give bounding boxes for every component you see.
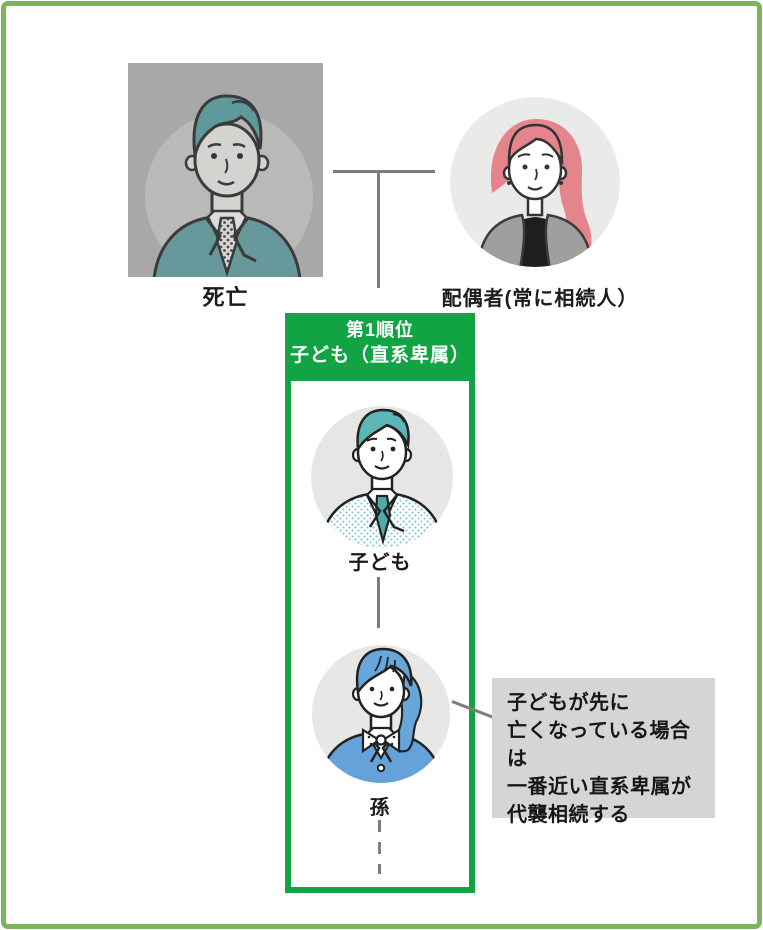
spouse-label: 配偶者(常に相続人） xyxy=(441,288,639,310)
deceased-label: 死亡 xyxy=(202,285,249,310)
grandchild-label: 孫 xyxy=(369,797,391,819)
child-man-illustration xyxy=(311,406,453,548)
note-line-2: 亡くなっている場合は xyxy=(507,720,691,770)
child-label: 子ども xyxy=(348,552,412,574)
child-avatar xyxy=(309,403,455,549)
note-box: 子どもが先に 亡くなっている場合は 一番近い直系卑属が 代襲相続する xyxy=(492,678,715,826)
note-line-4: 代襲相続する xyxy=(507,804,630,826)
rank1-header: 第1順位 子ども（直系卑属） xyxy=(285,313,475,375)
spouse-woman-illustration xyxy=(450,97,620,267)
deceased-man-illustration xyxy=(128,63,323,277)
note-line-3: 一番近い直系卑属が xyxy=(507,776,692,798)
rank1-title-line2: 子ども（直系卑属） xyxy=(289,345,470,366)
grandchild-woman-illustration xyxy=(312,645,450,783)
note-line-1: 子どもが先に xyxy=(507,692,630,714)
deceased-photo xyxy=(128,63,323,277)
couple-connector-horizontal xyxy=(333,170,435,173)
grandchild-avatar xyxy=(311,644,451,784)
couple-connector-vertical xyxy=(377,170,380,288)
child-grandchild-connector xyxy=(377,577,380,628)
rank1-title-line1: 第1順位 xyxy=(345,320,414,340)
descendant-dashed-line xyxy=(378,820,381,874)
spouse-avatar xyxy=(450,97,620,267)
